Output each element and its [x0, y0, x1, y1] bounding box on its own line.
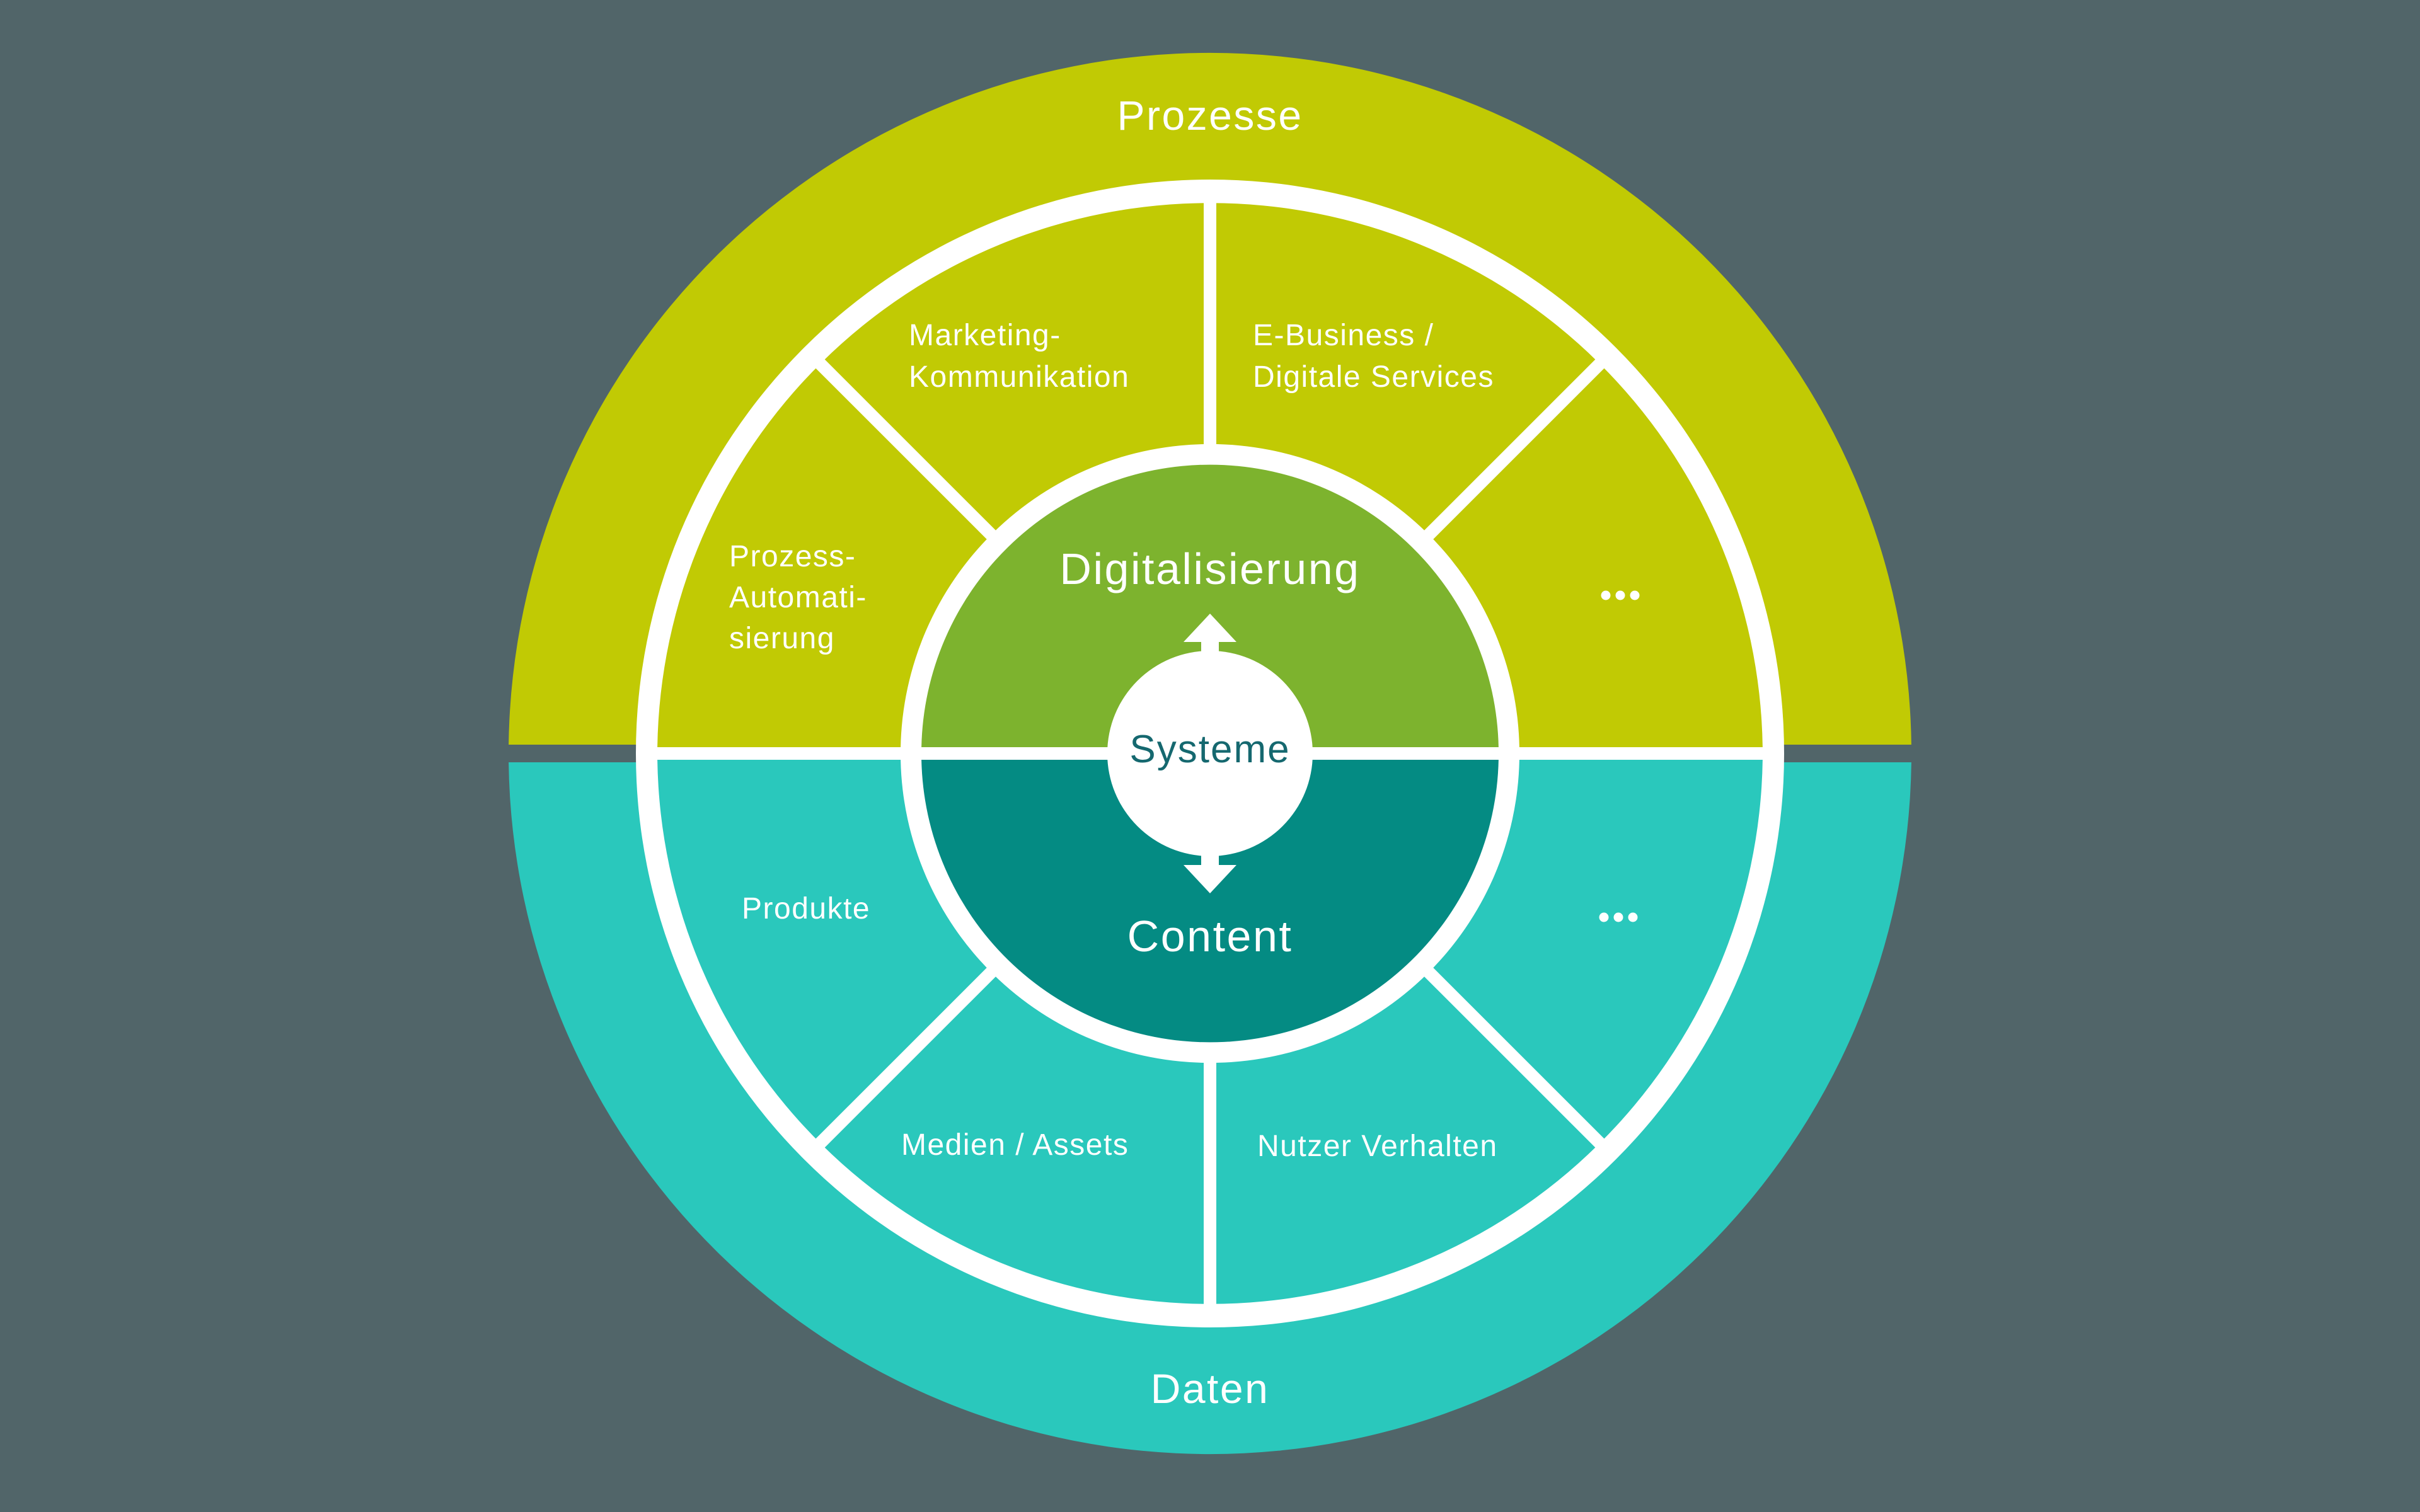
ellipsis-dot — [1613, 912, 1623, 922]
middle-ring-top-half — [657, 203, 1763, 747]
segment-label-line: sierung — [729, 622, 835, 655]
segment-label-line: Marketing- — [909, 319, 1061, 352]
segment-label-line: Prozess- — [729, 540, 856, 573]
divider-top-right — [1420, 348, 1616, 543]
outer-ring-bottom-label: Daten — [1151, 1365, 1270, 1412]
segment-label-marketing-kommunikation: Marketing- Kommunikation — [909, 319, 1129, 394]
segment-label-line: Digitale Services — [1253, 360, 1494, 394]
ellipsis-dot — [1628, 912, 1638, 922]
down-arrow-icon — [1184, 865, 1236, 893]
center-circle — [1107, 651, 1313, 856]
center-hub — [1107, 614, 1313, 893]
ellipsis-icon — [1601, 590, 1640, 600]
inner-circle-top-digitalisierung — [921, 464, 1499, 747]
divider-bottom-left — [804, 964, 1000, 1159]
ellipsis-dot — [1601, 590, 1611, 600]
inner-circle-bottom-content — [921, 760, 1499, 1043]
segment-label-line: E-Business / — [1253, 319, 1434, 352]
segment-label-line: Automati- — [729, 581, 867, 614]
ellipsis-dot — [1630, 590, 1640, 600]
segment-label-prozess-automatisierung: Prozess- Automati- sierung — [729, 540, 867, 655]
up-arrow-icon — [1184, 614, 1236, 642]
segment-label-nutzer-verhalten: Nutzer Verhalten — [1257, 1130, 1498, 1163]
outer-ring-top-label: Prozesse — [1117, 92, 1303, 139]
segment-dividers — [804, 186, 1616, 1320]
divider-bottom-right — [1420, 964, 1616, 1159]
middle-ring-bottom-half — [657, 760, 1763, 1304]
ellipsis-dot — [1599, 912, 1609, 922]
divider-top-left — [804, 348, 1000, 543]
ellipsis-dot — [1615, 590, 1625, 600]
segment-label-medien-assets: Medien / Assets — [901, 1128, 1129, 1162]
inner-circle-top-label: Digitalisierung — [1059, 544, 1360, 593]
segment-label-e-business-digitale-services: E-Business / Digitale Services — [1253, 319, 1494, 394]
inner-circle-bottom-label: Content — [1127, 912, 1293, 961]
segment-label-line: Kommunikation — [909, 360, 1129, 394]
ellipsis-icon — [1599, 912, 1638, 922]
center-label: Systeme — [1129, 728, 1290, 771]
segment-label-produkte: Produkte — [742, 892, 870, 925]
